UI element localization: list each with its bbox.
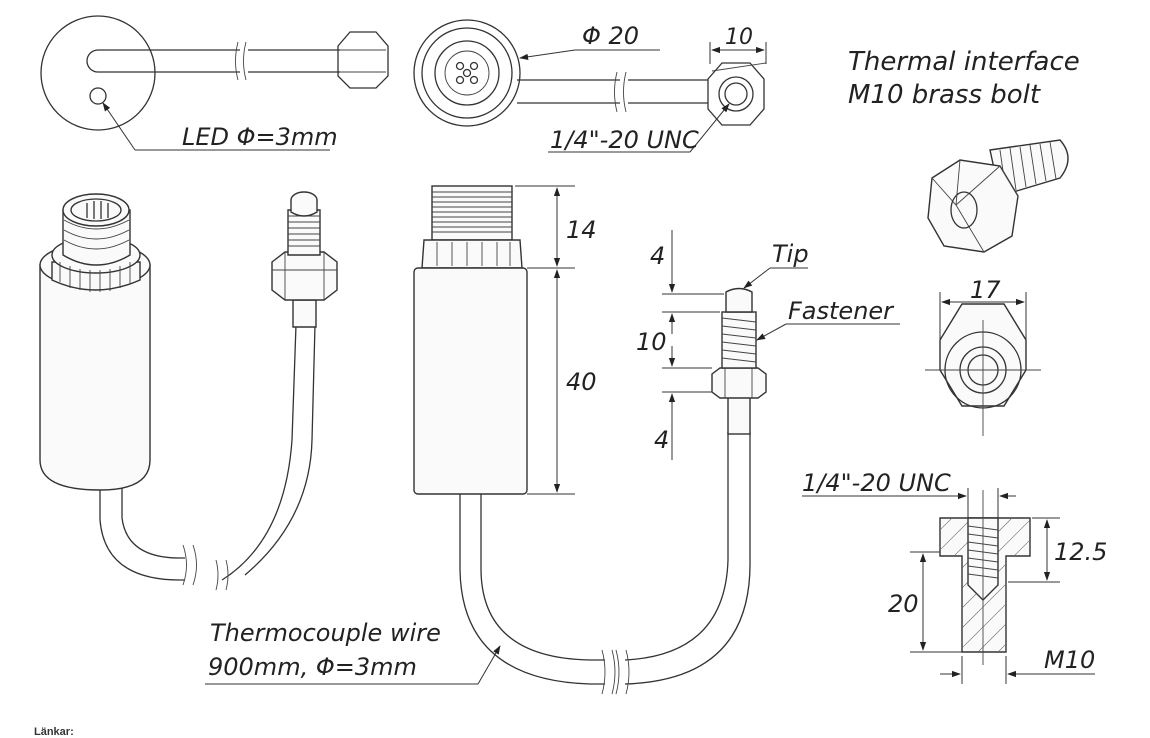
end-view-led <box>40 15 389 151</box>
label-led: LED Φ=3mm <box>182 123 338 151</box>
dim-bolt-head: 12.5 <box>1054 538 1107 566</box>
label-m10: M10 <box>1044 646 1095 674</box>
label-tip: Tip <box>772 240 809 268</box>
brass-bolt-isometric <box>927 139 1069 253</box>
connector-end-view <box>413 19 767 153</box>
sensor-side-view <box>413 185 616 695</box>
hex-top-view <box>925 292 1041 436</box>
footer-links-label: Länkar: <box>34 726 74 738</box>
label-thread-top: 1/4"-20 UNC <box>550 126 699 154</box>
probe-isometric <box>215 191 338 591</box>
label-thread-section: 1/4"-20 UNC <box>802 469 951 497</box>
label-m10-bolt: M10 brass bolt <box>848 80 1041 110</box>
wire-leader-arrow <box>477 645 501 685</box>
label-bolt-width: 10 <box>725 25 753 50</box>
sensor-isometric <box>39 193 197 586</box>
dim-body-top: 14 <box>566 216 597 244</box>
label-thermal-interface: Thermal interface <box>848 47 1080 77</box>
label-wire-spec: 900mm, Φ=3mm <box>208 653 417 681</box>
dim-tip-2: 10 <box>636 328 667 356</box>
bolt-section <box>802 488 1095 684</box>
probe-side-view <box>615 230 900 695</box>
dim-hex-width: 17 <box>970 276 1001 304</box>
label-connector-diameter: Φ 20 <box>582 22 639 50</box>
label-fastener: Fastener <box>788 297 895 325</box>
dim-tip-3: 4 <box>654 426 669 454</box>
label-wire: Thermocouple wire <box>210 619 441 647</box>
dim-body-length: 40 <box>566 368 597 396</box>
dim-tip-1: 4 <box>650 242 665 270</box>
dim-bolt-length: 20 <box>888 590 919 618</box>
